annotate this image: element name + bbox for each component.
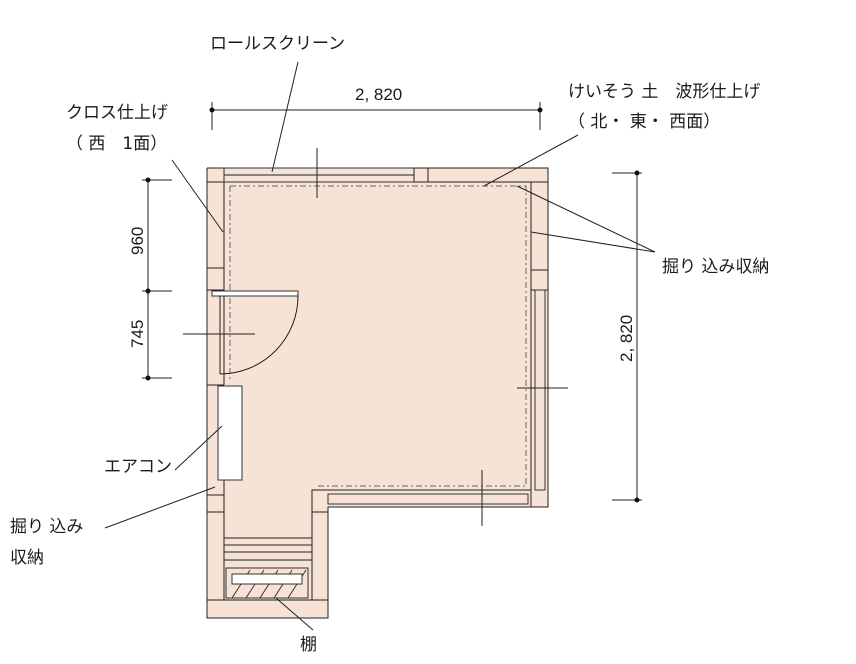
door [211,290,299,375]
label-keisou-finish: けいそう 土 波形仕上げ [568,82,760,102]
label-roll-screen: ロールスクリーン [210,34,345,54]
dimension-right: 2, 820 [612,170,642,503]
label-shelf: 棚 [300,635,317,655]
axis-marks [183,148,568,526]
label-storage-left-1: 掘り 込み [10,517,83,537]
right-storage [534,289,546,491]
dim-top-width: 2, 820 [355,85,402,104]
shelf-area [224,537,312,599]
dim-left-lower: 745 [128,320,147,348]
dim-right-height: 2, 820 [617,315,636,362]
dimension-left: 960 745 [128,177,172,381]
dim-left-upper: 960 [128,227,147,255]
label-keisou-faces: （ 北・ 東・ 西面） [568,112,720,132]
dimension-top: 2, 820 [209,85,543,130]
label-built-in-storage: 掘り 込み収納 [662,257,769,277]
bottom-window [327,493,529,505]
finish-line [229,185,527,487]
aircon-unit [217,385,243,481]
label-cloth-finish-west: （ 西 1面） [66,134,167,154]
label-storage-left-2: 収納 [10,548,44,568]
room-floor [207,168,548,618]
roll-screen-window [223,167,429,183]
leader-lines [104,61,656,631]
label-aircon: エアコン [104,457,172,477]
label-cloth-finish: クロス仕上げ [66,103,168,123]
